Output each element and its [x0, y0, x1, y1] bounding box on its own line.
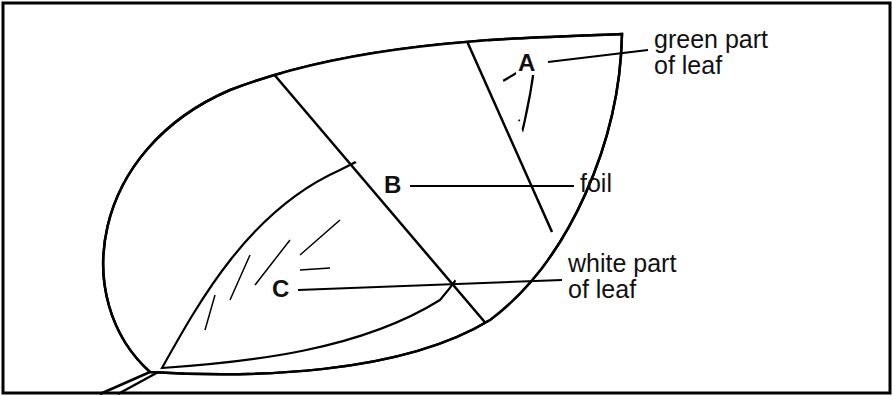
part-letter: C	[270, 276, 291, 301]
leader-line	[410, 185, 574, 187]
callout-text: green part of leaf	[654, 26, 772, 79]
part-letter: B	[382, 172, 403, 197]
leader-line	[548, 50, 648, 62]
callout-text: foil	[580, 170, 780, 196]
foil-edge	[272, 72, 500, 340]
leader-line	[298, 280, 562, 290]
part-letter: A	[516, 50, 537, 75]
leaf-stem	[100, 370, 162, 394]
foil-edge	[462, 30, 552, 232]
callout-text: white part of leaf	[568, 250, 682, 303]
frame	[3, 3, 890, 393]
leaf-outline	[103, 34, 622, 374]
